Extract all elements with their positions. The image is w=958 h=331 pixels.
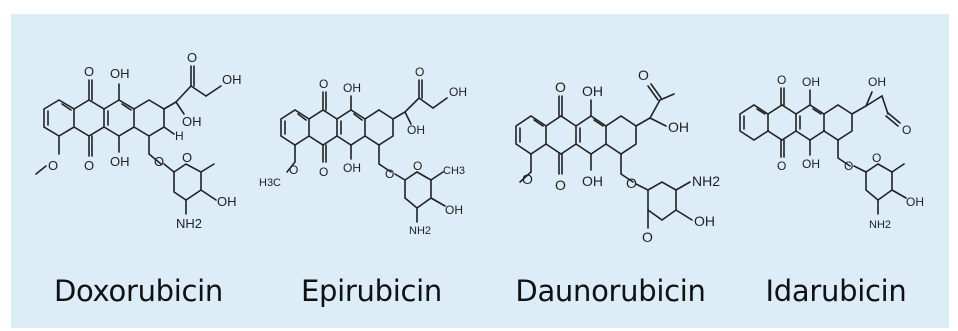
o-top-label: O: [555, 79, 566, 95]
nh2-label: NH2: [176, 216, 202, 231]
molecule-doxorubicin: O OH O OH OH O OH H O O OH NH2 O Doxorub…: [26, 14, 251, 328]
o-methoxy-label: O: [48, 158, 58, 173]
daunorubicin-structure: O OH O OH O OH O O NH2 OH O: [515, 67, 720, 245]
o-keto-label: O: [638, 67, 649, 83]
oh-top-label: OH: [343, 81, 361, 95]
oh-c9-label: OH: [668, 119, 689, 135]
oh-bottom-label: OH: [582, 173, 603, 189]
oh-bottom-label: OH: [110, 154, 130, 169]
o-keto-label: O: [415, 65, 424, 79]
o-glyco-label: O: [385, 167, 394, 181]
nh2-label: NH2: [869, 219, 891, 231]
molecule-name: Idarubicin: [765, 274, 907, 308]
epirubicin-structure: O OH O OH OH O OH O O CH3 OH NH2 O H3C: [259, 65, 467, 237]
o-methoxy-label: O: [289, 163, 298, 177]
molecule-idarubicin: O OH OH O O OH O O OH NH2 Idarubicin: [726, 14, 946, 328]
oh-chain-label: OH: [222, 72, 242, 87]
oh-top-label: OH: [802, 75, 820, 89]
oh-top-label: OH: [582, 83, 603, 99]
ch3-label: CH3: [443, 165, 465, 177]
oh-sugar-label: OH: [906, 195, 924, 209]
oh-c9-label: OH: [407, 123, 425, 137]
diagram-panel: O OH O OH OH O OH H O O OH NH2 O Doxorub…: [11, 14, 949, 328]
molecule-name: Epirubicin: [301, 274, 442, 308]
o-methoxy-label: O: [522, 171, 533, 187]
idarubicin-structure: O OH OH O O OH O O OH NH2: [739, 73, 924, 231]
o-bottom-label: O: [319, 165, 328, 179]
o-ring-label: O: [182, 150, 192, 165]
oh-sugar-label: OH: [694, 213, 715, 229]
nh2-label: NH2: [409, 225, 431, 237]
o-glyco-label: O: [844, 159, 853, 173]
oh-bottom-label: OH: [343, 161, 361, 175]
oh-chain-label: OH: [449, 85, 467, 99]
molecule-name: Daunorubicin: [515, 274, 706, 308]
oh-c9-label: OH: [868, 75, 886, 89]
o-ring-label: O: [413, 159, 422, 173]
oh-sugar-label: OH: [445, 203, 463, 217]
doxorubicin-structure: O OH O OH OH O OH H O O OH NH2 O: [35, 50, 242, 231]
molecule-epirubicin: O OH O OH OH O OH O O CH3 OH NH2 O H3C E…: [259, 14, 484, 328]
o-keto-label: O: [902, 123, 911, 137]
nh2-label: NH2: [692, 173, 720, 189]
oh-top-label: OH: [110, 66, 130, 81]
molecule-daunorubicin: O OH O OH O OH O O NH2 OH O Daunorubicin: [498, 14, 723, 328]
o-ring-label: O: [872, 151, 881, 165]
molecule-name: Doxorubicin: [53, 274, 224, 308]
o-glyco-label: O: [154, 154, 164, 169]
oh-bottom-label: OH: [802, 157, 820, 171]
o-ring-label: O: [642, 229, 653, 245]
oh-sugar-label: OH: [217, 194, 237, 209]
o-top-label: O: [777, 73, 786, 87]
h3c-label: H3C: [259, 177, 281, 189]
o-bottom-label: O: [84, 158, 94, 173]
oh-c9-label: OH: [182, 114, 202, 129]
o-glyco-label: O: [626, 175, 637, 191]
o-top-label: O: [319, 77, 328, 91]
o-top-label: O: [84, 64, 94, 79]
h-label: H: [175, 129, 184, 143]
o-keto-label: O: [187, 50, 197, 65]
o-bottom-label: O: [555, 177, 566, 193]
o-bottom-label: O: [777, 159, 786, 173]
